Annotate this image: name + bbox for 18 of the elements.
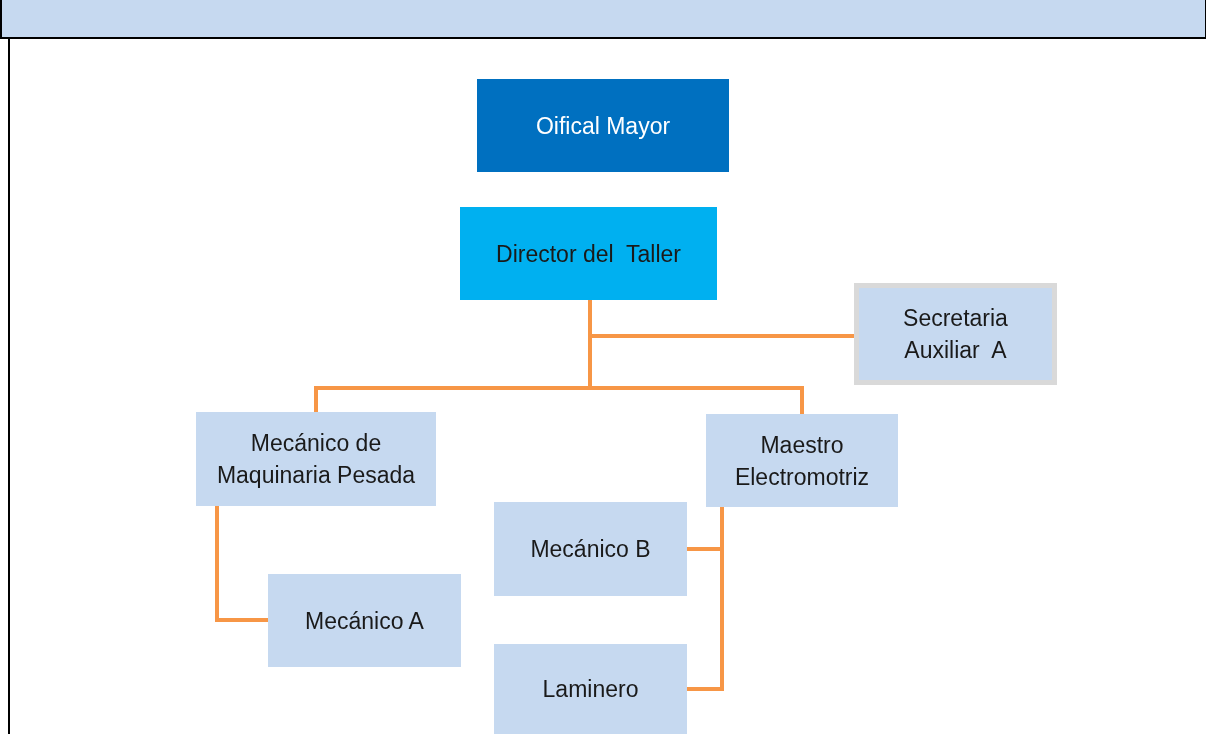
role-title: Mecánico A <box>305 606 424 636</box>
org-box <box>494 644 687 734</box>
org-box <box>268 574 461 667</box>
role-title: Maestro Electromotriz <box>733 430 871 492</box>
org-box <box>196 412 436 506</box>
role-title: Mecánico de Maquinaria Pesada <box>215 429 417 490</box>
org-box <box>477 79 729 172</box>
org-box <box>494 502 687 596</box>
role-title: Mecánico B <box>530 535 651 564</box>
org-box <box>460 207 717 300</box>
connector-line <box>687 507 724 691</box>
role-title: Laminero <box>542 675 639 704</box>
role-title: Secretaria Auxiliar A <box>902 304 1009 365</box>
connector-line <box>215 506 268 622</box>
org-box <box>854 283 1057 385</box>
org-box <box>706 414 898 507</box>
role-title: Oifical Mayor <box>535 111 671 141</box>
role-title: Director del Taller <box>496 239 681 269</box>
